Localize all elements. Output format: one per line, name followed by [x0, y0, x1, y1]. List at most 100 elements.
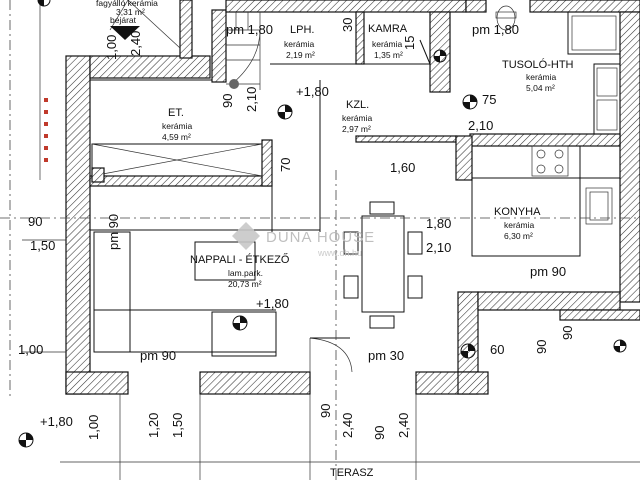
wall-column-top-left — [179, 0, 193, 59]
dim-90-bl: 90 — [318, 404, 333, 418]
tv-cabinet — [211, 311, 277, 357]
marker — [44, 122, 48, 126]
wall-lph-kamra — [355, 11, 365, 65]
dim-120: 1,20 — [146, 413, 161, 438]
room-tusolo-area: 5,04 m² — [526, 83, 555, 93]
room-konyha-floor: kerámia — [504, 220, 535, 230]
level-p180-outside: +1,80 — [40, 414, 73, 429]
room-fagyallo-name: fagyálló kerámia — [96, 0, 158, 8]
room-lph-floor: kerámia — [284, 39, 315, 49]
dim-150-left: 1,50 — [30, 238, 55, 253]
level-markers — [18, 0, 627, 448]
room-kamra-area: 1,35 m² — [374, 50, 403, 60]
wall-bottom-left — [65, 371, 129, 395]
room-lph-area: 2,19 m² — [286, 50, 315, 60]
level-p180-living: +1,80 — [256, 296, 289, 311]
dim-90-r1: 90 — [534, 340, 549, 354]
room-kzl-floor: kerámia — [342, 113, 373, 123]
dim-90-v: 90 — [220, 94, 235, 108]
room-konyha-area: 6,30 m² — [504, 231, 533, 241]
wall-et-bottom — [89, 175, 271, 187]
room-labels: fagyálló kerámia 3,31 m² bejárat LPH. ke… — [96, 0, 574, 479]
room-kzl-name: KZL. — [346, 99, 369, 111]
dim-210-k: 2,10 — [426, 240, 451, 255]
dim-210-v: 2,10 — [244, 87, 259, 112]
dim-100-left: 1,00 — [18, 342, 43, 357]
dim-180: 1,80 — [426, 216, 451, 231]
dining-set — [343, 201, 423, 329]
level-marker-icon — [462, 94, 478, 110]
room-konyha-name: KONYHA — [494, 206, 541, 218]
wardrobe — [91, 143, 263, 177]
level-marker-icon — [433, 49, 447, 63]
room-et-floor: kerámia — [162, 121, 193, 131]
level-pm30: pm 30 — [368, 348, 404, 363]
dim-100-b: 1,00 — [86, 415, 101, 440]
coffee-table — [194, 241, 256, 281]
room-tusolo-floor: kerámia — [526, 72, 557, 82]
wall-stair-left — [211, 9, 227, 83]
wall-right-step — [477, 291, 621, 311]
wall-bath-bottom — [469, 133, 621, 147]
room-lph-name: LPH. — [290, 24, 314, 36]
dining-table — [361, 215, 405, 313]
room-et-area: 4,59 m² — [162, 132, 191, 142]
dim-160: 1,60 — [390, 160, 415, 175]
wall-top-far-right — [529, 0, 640, 13]
level-pm180-top: pm 1,80 — [226, 22, 273, 37]
shower-tray — [567, 11, 621, 55]
marker — [44, 146, 48, 150]
dim-60: 60 — [490, 342, 504, 357]
kitchen-counter — [471, 145, 581, 257]
level-p180-kzl: +1,80 — [296, 84, 329, 99]
wall-kzl-bottom — [355, 135, 457, 143]
dim-15: 15 — [402, 36, 417, 50]
dim-30-v: 30 — [340, 18, 355, 32]
door-swing — [309, 337, 353, 373]
level-marker-icon — [18, 432, 34, 448]
room-fagyallo-area: 3,31 m² — [116, 7, 145, 17]
room-nappali-name: NAPPALI - ÉTKEZŐ — [190, 252, 290, 266]
dim-240-b1: 2,40 — [340, 413, 355, 438]
dim-150: 1,50 — [170, 413, 185, 438]
room-kzl-area: 2,97 m² — [342, 124, 371, 134]
wall-right-exterior — [619, 11, 640, 303]
room-kamra-floor: kerámia — [372, 39, 403, 49]
level-pm180-right: pm 1,80 — [472, 22, 519, 37]
wall-top-right — [465, 0, 487, 13]
marker — [44, 158, 48, 162]
watermark-brand: DUNA HOUSE — [266, 229, 375, 246]
room-nappali-floor: lam.park. — [228, 268, 263, 278]
dim-75: 75 — [482, 92, 496, 107]
level-marker-icon — [232, 315, 248, 331]
level-labels: pm 1,80 pm 1,80 +1,80 pm 90 +1,80 pm 90 … — [40, 22, 566, 429]
dim-90-left: 90 — [28, 214, 42, 229]
room-nappali-area: 20,73 m² — [228, 279, 262, 289]
dim-90-b: 90 — [372, 426, 387, 440]
room-terasz-name: TERASZ — [330, 467, 374, 479]
level-marker-icon — [37, 0, 51, 7]
washing-machine — [593, 63, 621, 135]
wall-et-right — [261, 139, 273, 187]
wall-left-exterior — [65, 55, 91, 395]
level-marker-icon — [613, 339, 627, 353]
level-marker-icon — [277, 104, 293, 120]
marker — [44, 98, 48, 102]
wall-bottom-right-col — [457, 371, 489, 395]
marker — [44, 134, 48, 138]
level-pm90-right: pm 90 — [530, 264, 566, 279]
marker — [44, 110, 48, 114]
level-marker-icon — [460, 343, 476, 359]
wall-top-stair — [225, 0, 467, 13]
level-pm90-bottom: pm 90 — [140, 348, 176, 363]
level-pm90-left: pm 90 — [106, 214, 121, 250]
stove — [531, 145, 569, 177]
watermark-logo-icon — [232, 222, 260, 250]
wall-bottom-mid — [199, 371, 311, 395]
dim-210-h: 2,10 — [468, 118, 493, 133]
wall-top-entrance — [89, 55, 211, 79]
room-bejarat-name: bejárat — [110, 15, 137, 25]
dim-240-v: 2,40 — [128, 31, 143, 56]
room-tusolo-name: TUSOLÓ-HTH — [502, 58, 574, 71]
walls — [65, 0, 640, 395]
